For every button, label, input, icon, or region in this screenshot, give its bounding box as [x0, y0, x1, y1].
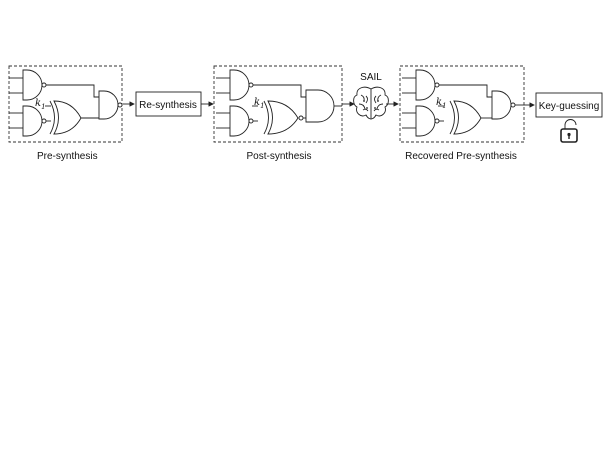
key-input-label-post: k1: [254, 97, 265, 110]
post-synthesis-circuit: [213, 65, 343, 143]
key-guessing-box: [535, 92, 603, 118]
resynthesis-label: Re-synthesis: [139, 100, 197, 111]
pre-synthesis-label: Pre-synthesis: [37, 151, 98, 162]
sail-label: SAIL: [360, 72, 382, 83]
xnor-gate-recovered: [453, 100, 482, 135]
recovered-pre-synthesis-circuit: [399, 65, 525, 143]
recovered-pre-synthesis-label: Recovered Pre-synthesis: [405, 151, 517, 162]
resynthesis-box: [135, 91, 202, 117]
xnor-gate-post: [267, 100, 299, 135]
key-guessing-label: Key-guessing: [539, 101, 600, 112]
key-input-label: k1: [35, 98, 46, 111]
brain-icon: [353, 86, 389, 120]
xor-gate: [53, 100, 82, 135]
key-input-label-recovered: k1: [436, 97, 447, 110]
unlocked-padlock-icon: [560, 119, 578, 143]
pre-synthesis-circuit: [8, 65, 123, 143]
post-synthesis-label: Post-synthesis: [246, 151, 311, 162]
